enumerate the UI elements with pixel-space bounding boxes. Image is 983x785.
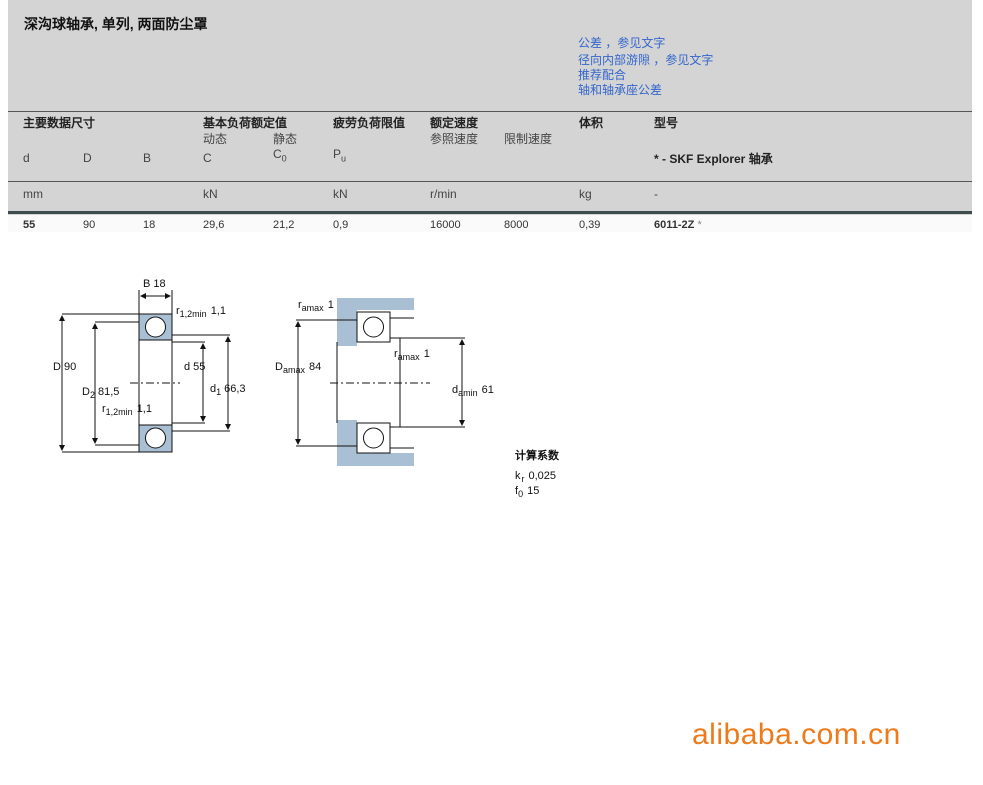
label-D: D 90 (53, 361, 76, 373)
divider-thick (8, 211, 972, 214)
page-title: 深沟球轴承, 单列, 两面防尘罩 (24, 16, 208, 32)
product-panel: 深沟球轴承, 单列, 两面防尘罩 公差 ，参见文字 径向内部游隙 ，参见文字 推… (8, 0, 972, 232)
cell-D: 90 (83, 219, 96, 231)
cell-Pu: 0,9 (333, 219, 349, 231)
sub-dynamic: 动态 (203, 132, 228, 146)
label-d: d 55 (184, 361, 205, 373)
cell-lim-speed: 8000 (504, 219, 529, 231)
sym-Pu-main: P (333, 147, 342, 161)
cell-d: 55 (23, 219, 36, 231)
cell-B: 18 (143, 219, 156, 231)
divider (8, 181, 972, 182)
unit-mm: mm (23, 187, 43, 201)
link-shaft-housing[interactable]: 轴和轴承座公差 (578, 83, 663, 97)
designation-text[interactable]: 6011-2Z (654, 219, 695, 231)
link-fits[interactable]: 推荐配合 (578, 68, 627, 82)
cell-ref-speed: 16000 (430, 219, 461, 231)
header-mass: 体积 (579, 116, 604, 130)
divider (8, 111, 972, 112)
cell-C0: 21,2 (273, 219, 295, 231)
sym-C: C (203, 151, 212, 165)
unit-kn: kN (203, 187, 218, 201)
sym-B: B (143, 151, 152, 165)
sym-C0: C0 (273, 147, 287, 163)
label-B: B 18 (143, 278, 166, 290)
sub-static: 静态 (273, 132, 298, 146)
link-clearance[interactable]: 径向内部游隙 ，参见文字 (578, 53, 714, 67)
unit-rmin: r/min (430, 187, 457, 201)
sym-D: D (83, 151, 92, 165)
bearing-section-left (59, 290, 231, 453)
abutment-drawing (295, 298, 465, 466)
cell-C: 29,6 (203, 219, 225, 231)
unit-kn-pu: kN (333, 187, 348, 201)
unit-dash: - (654, 187, 658, 201)
explorer-note: * - SKF Explorer 轴承 (654, 152, 773, 166)
header-main-dims: 主要数据尺寸 (23, 116, 96, 130)
sub-limiting: 限制速度 (504, 132, 553, 146)
sym-Pu-sub: u (341, 153, 347, 164)
sym-d: d (23, 151, 30, 165)
sym-Pu: Pu (333, 147, 346, 163)
sub-reference: 参照速度 (430, 132, 479, 146)
cell-mass: 0,39 (579, 219, 601, 231)
table-row[interactable]: 55 90 18 29,6 21,2 0,9 16000 8000 0,39 6… (8, 215, 972, 232)
link-tolerance[interactable]: 公差 ，参见文字 (578, 36, 666, 50)
sym-C0-sub: 0 (281, 153, 287, 164)
header-speeds: 额定速度 (430, 116, 479, 130)
cell-designation[interactable]: 6011-2Z * (654, 219, 702, 231)
header-load-ratings: 基本负荷额定值 (203, 116, 288, 130)
header-designation: 型号 (654, 116, 679, 130)
calc-factors-title: 计算系数 (515, 448, 560, 462)
unit-kg: kg (579, 187, 592, 201)
header-fatigue: 疲劳负荷限值 (333, 116, 406, 130)
sym-C0-main: C (273, 147, 282, 161)
alibaba-watermark: alibaba.com.cn (692, 718, 901, 751)
explorer-star: * (697, 219, 702, 231)
